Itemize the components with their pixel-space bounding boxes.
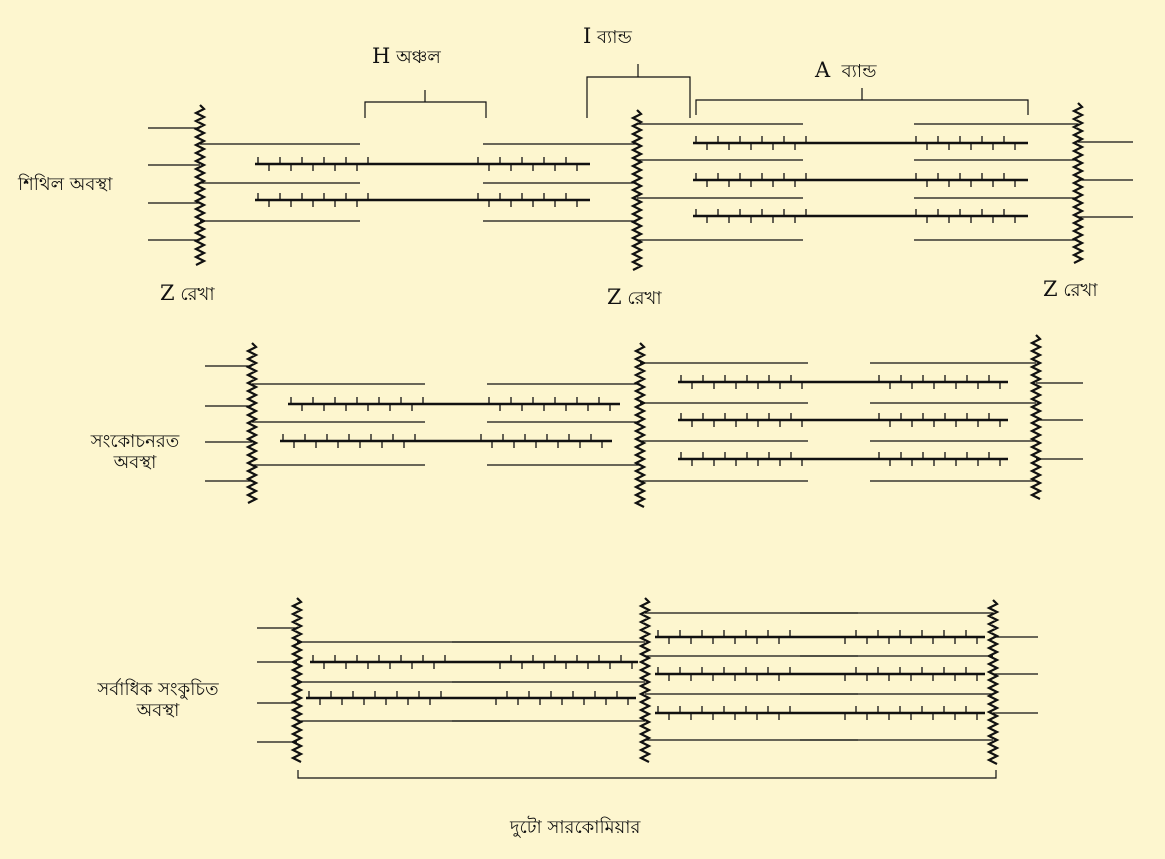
z-line xyxy=(290,597,304,763)
z-line xyxy=(245,342,259,504)
two-sarcomeres-label: দুটো সারকোমিয়ার xyxy=(510,817,641,838)
a-band-bracket xyxy=(695,88,1029,115)
max-contracted-line-2: অবস্থা xyxy=(136,699,180,721)
z-line xyxy=(638,597,652,763)
z-line xyxy=(630,109,644,271)
z-line xyxy=(986,599,1000,765)
contracting-state-label: সংকোচনরত অবস্থা xyxy=(60,431,210,473)
z-line-label-middle: Z রেখা xyxy=(607,285,662,309)
i-band-label: I ব্যান্ড xyxy=(583,24,632,48)
a-band-label: A ব্যান্ড xyxy=(815,58,877,82)
relaxed-state-label: শিথিল অবস্থা xyxy=(18,174,113,195)
contracting-state-line-2: অবস্থা xyxy=(113,451,157,473)
contracting-state-line-1: সংকোচনরত xyxy=(90,431,180,452)
two-sarcomeres-bracket xyxy=(297,770,997,779)
z-line-label-right: Z রেখা xyxy=(1043,277,1098,301)
max-contracted-state-label: সর্বাধিক সংকুচিত অবস্থা xyxy=(78,679,238,721)
z-line xyxy=(1029,334,1043,500)
i-band-bracket xyxy=(586,64,691,118)
z-line xyxy=(1071,102,1085,264)
h-zone-label: H অঞ্চল xyxy=(372,44,441,68)
z-line xyxy=(193,104,207,266)
z-line-label-left: Z রেখা xyxy=(160,281,215,305)
h-zone-bracket xyxy=(364,90,487,118)
max-contracted-line-1: সর্বাধিক সংকুচিত xyxy=(97,679,219,700)
z-line xyxy=(633,342,647,508)
